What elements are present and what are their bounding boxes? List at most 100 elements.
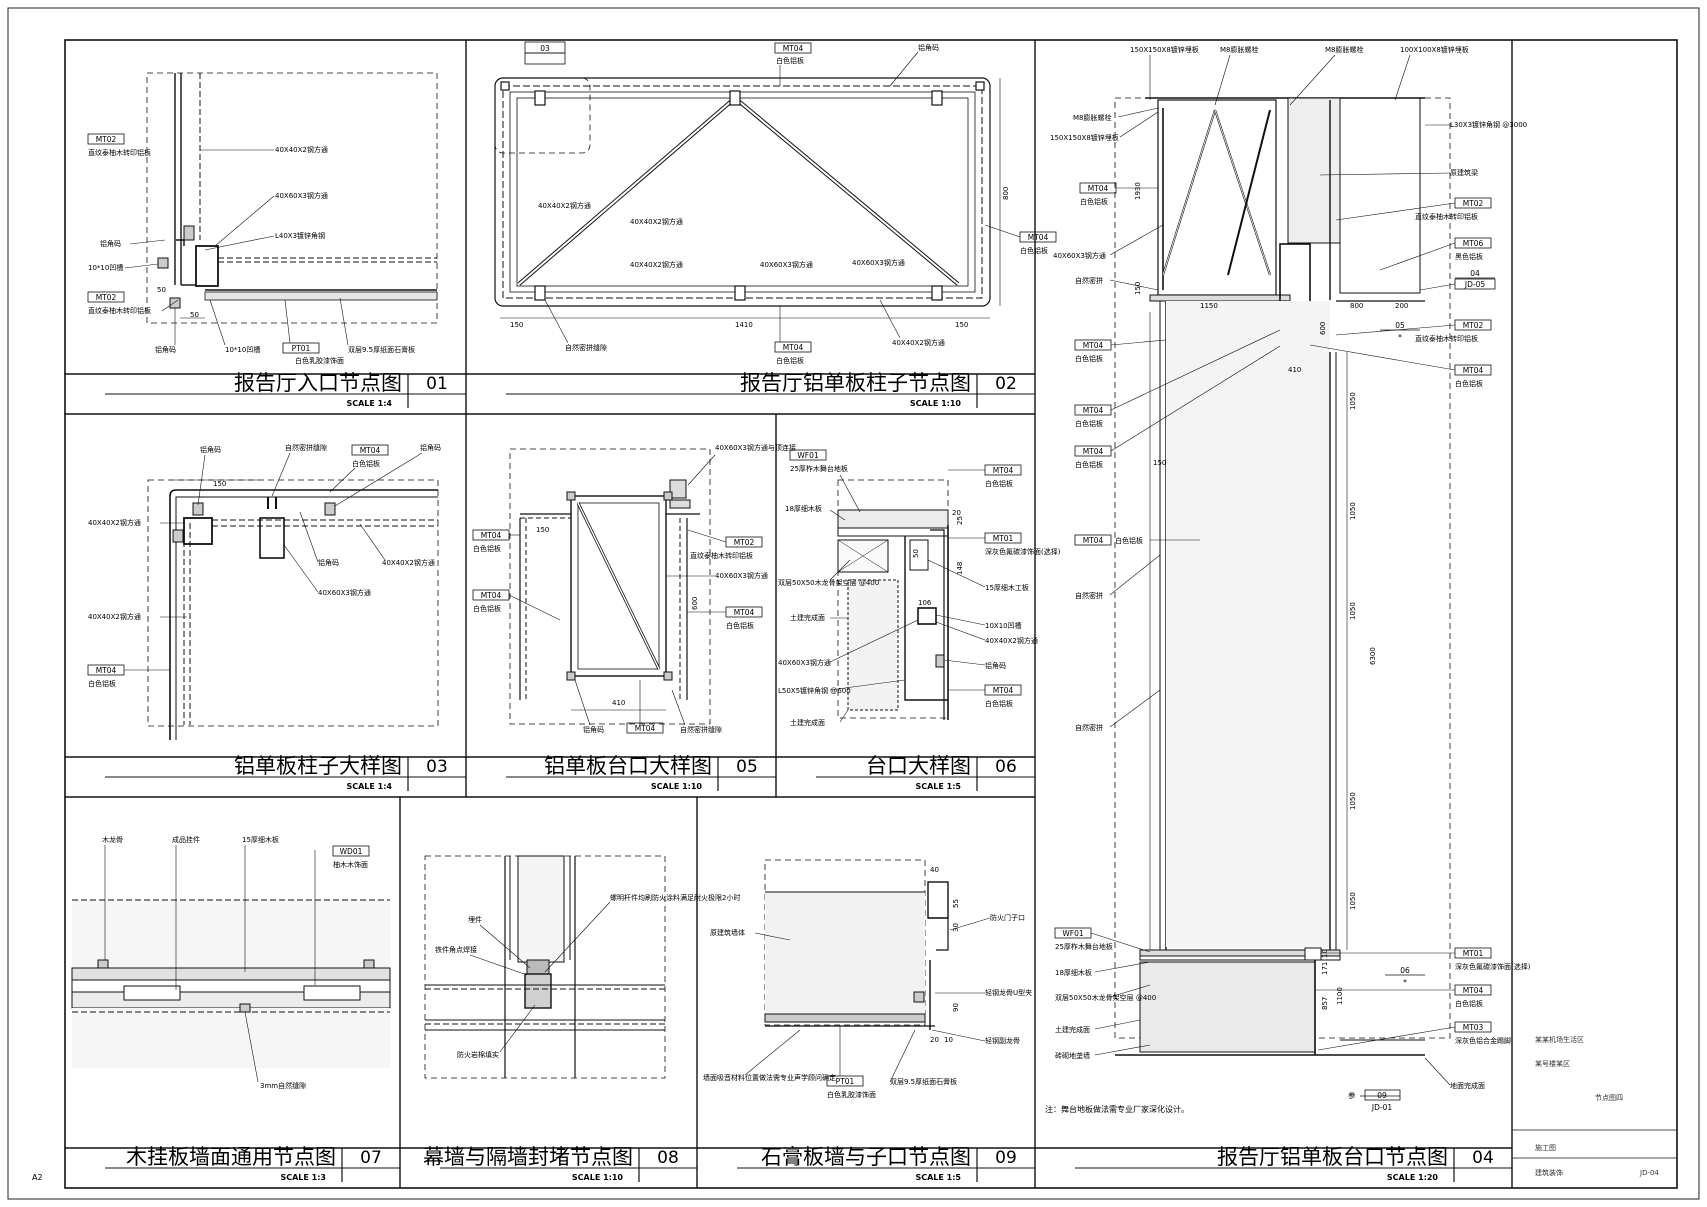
svg-text:JD-01: JD-01	[1371, 1103, 1392, 1112]
d09-label: 墙面吸音材料位置做法需专业声学顾问确定	[703, 1073, 836, 1082]
d04-label: 18厚细木板	[1055, 968, 1092, 977]
d04-note: 注：舞台地板做法需专业厂家深化设计。	[1045, 1104, 1189, 1114]
d03-label: 铝角码	[420, 443, 441, 452]
d06-label: 白色铝板	[985, 479, 1013, 488]
d02-label: 40X40X2钢方通	[630, 260, 683, 269]
d02-label: 40X40X2钢方通	[892, 338, 945, 347]
d01-label: 铝角码	[155, 345, 176, 354]
svg-text:MT04: MT04	[783, 343, 804, 352]
d06-label: 白色铝板	[985, 699, 1013, 708]
d06-label: 双层50X50木龙骨架空层 @400	[778, 578, 879, 587]
d09-dim: 40	[930, 866, 939, 874]
svg-text:MT01: MT01	[993, 534, 1014, 543]
d02-tag: MT04	[774, 42, 812, 54]
svg-text:PT01: PT01	[292, 344, 311, 353]
detail-scale: SCALE 1:10	[572, 1173, 624, 1182]
d04-tag: MT04	[1074, 445, 1112, 457]
d04-dim: 600	[1319, 322, 1327, 335]
d04-label: 150X150X8镀锌埋板	[1130, 45, 1199, 54]
svg-text:MT04: MT04	[993, 686, 1014, 695]
svg-text:WF01: WF01	[1062, 929, 1084, 938]
d07-label: 成品挂件	[172, 835, 200, 844]
d04-dim: 1050	[1349, 502, 1357, 520]
detail-title: 铝单板柱子大样图	[234, 754, 402, 778]
detail-scale: SCALE 1:20	[1387, 1173, 1439, 1182]
detail-04-annotations: 150X150X8镀锌埋板 M8膨胀螺栓 M8膨胀螺栓 100X100X8镀锌埋…	[1045, 45, 1531, 1114]
sheet-size-label: A2	[32, 1173, 43, 1182]
svg-text:MT04: MT04	[360, 446, 381, 455]
detail-title: 报告厅铝单板台口节点图	[1217, 1145, 1448, 1169]
d01-label: 双层9.5厚纸面石膏板	[348, 345, 415, 354]
svg-text:MT04: MT04	[481, 591, 502, 600]
d04-dim: 857	[1321, 997, 1329, 1010]
d03-label: 40X60X3钢方通	[318, 588, 371, 597]
d02-tag: MT04	[774, 341, 812, 353]
d06-tag: WF01	[789, 449, 827, 461]
d04-label: 土建完成面	[1055, 1025, 1090, 1034]
d03-label: 40X40X2钢方通	[88, 612, 141, 621]
svg-text:MT04: MT04	[783, 44, 804, 53]
d09-tag: PT01	[826, 1075, 864, 1087]
d04-dim: 150	[1134, 282, 1142, 295]
svg-text:MT04: MT04	[734, 608, 755, 617]
d09-label: 轻钢副龙骨	[985, 1036, 1020, 1045]
d04-label: 直纹泰柚木转印铝板	[1415, 212, 1478, 221]
d04-tag: MT02	[1454, 197, 1492, 209]
d05-tag: MT04	[472, 589, 510, 601]
d02-label: 40X60X3钢方通	[852, 258, 905, 267]
detail-01-annotations: MT02 直纹泰柚木转印铝板 40X40X2钢方通 40X60X3钢方通 L40…	[87, 133, 415, 365]
svg-text:MT06: MT06	[1463, 239, 1484, 248]
detail-03-annotations: 铝角码 自然密拼缝隙 MT04 白色铝板 铝角码 40X40X2钢方通 铝角码 …	[87, 443, 441, 688]
detail-06-drawing	[837, 479, 949, 720]
d04-label: 40X60X3钢方通	[1053, 251, 1106, 260]
d02-dim: 150	[955, 321, 968, 329]
detail-09-drawing	[764, 859, 949, 1030]
detail-number: 05	[736, 757, 758, 777]
detail-title: 铝单板台口大样图	[544, 754, 712, 778]
d04-tag: MT03	[1454, 1021, 1492, 1033]
svg-text:MT04: MT04	[1088, 184, 1109, 193]
d09-dim: 90	[952, 1003, 960, 1012]
detail-number: 02	[995, 374, 1017, 394]
d04-dim: 1100	[1336, 987, 1344, 1005]
detail-scale: SCALE 1:3	[280, 1173, 326, 1182]
d01-dim: 50	[157, 286, 166, 294]
detail-02-drawing	[494, 77, 1001, 319]
d04-label: 白色铝板	[1115, 536, 1143, 545]
svg-text:MT04: MT04	[96, 666, 117, 675]
d04-dim: 6300	[1369, 647, 1377, 665]
d01-tag: PT01	[282, 342, 320, 354]
sheet-inner-border	[64, 39, 1678, 1189]
d01-label: 铝角码	[100, 239, 121, 248]
d01-tag: MT02	[87, 133, 125, 145]
d05-dim: 600	[691, 597, 699, 610]
detail-number: 06	[995, 757, 1017, 777]
svg-text:MT01: MT01	[1463, 949, 1484, 958]
d04-label: 25厚柞木舞台地板	[1055, 942, 1113, 951]
d01-label: L40X3镀锌角钢	[275, 231, 325, 240]
d04-dim: 1050	[1349, 892, 1357, 910]
svg-text:05: 05	[1395, 321, 1405, 330]
detail-title: 台口大样图	[866, 754, 971, 778]
detail-05-drawing	[509, 448, 711, 725]
d04-tag: MT02	[1454, 319, 1492, 331]
d06-dim: 50	[912, 549, 920, 558]
d02-ref-marker: 03	[524, 41, 566, 65]
svg-text:03: 03	[540, 44, 550, 53]
svg-text:MT02: MT02	[1463, 199, 1484, 208]
detail-02-annotations: 03 MT04 白色铝板 铝角码 40X40X2钢方通 40X40X2钢方通 4…	[510, 41, 1057, 365]
d01-dim: 50	[190, 311, 199, 319]
detail-09-annotations: 原建筑墙体 防火门子口 轻钢龙骨U型夹 轻钢副龙骨 墙面吸音材料位置做法需专业声…	[703, 866, 1032, 1099]
svg-text:MT02: MT02	[96, 135, 117, 144]
d06-label: 土建完成面	[790, 718, 825, 727]
svg-text:06: 06	[1400, 966, 1410, 975]
d04-label: 深灰色铝合金踢脚	[1455, 1036, 1511, 1045]
d06-label: 10X10凹槽	[985, 621, 1022, 630]
d05-label: 自然密拼缝隙	[680, 725, 722, 734]
d05-label: 白色铝板	[473, 544, 501, 553]
